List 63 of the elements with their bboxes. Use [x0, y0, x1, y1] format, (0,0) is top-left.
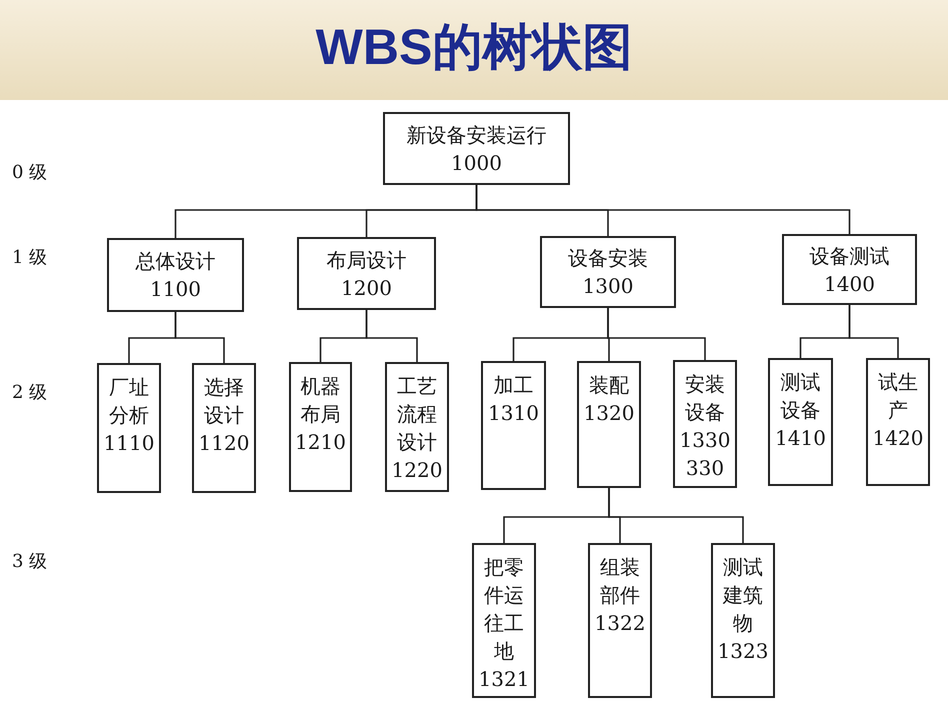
task-box — [866, 358, 930, 486]
task-name: 安装设备 — [684, 371, 726, 426]
task-box — [97, 363, 161, 493]
task-box — [782, 234, 917, 305]
task-box — [540, 236, 676, 308]
task-name: 机器布局 — [300, 373, 342, 428]
title: WBS的树状图 — [316, 18, 632, 77]
task-name: 布局设计 — [326, 246, 406, 274]
task-name: 组装部件 — [599, 554, 641, 609]
connector-line — [848, 305, 899, 358]
task-code: 1200 — [341, 274, 392, 302]
task-name: 把零件运往工地 — [483, 554, 525, 665]
task-name: 加工 — [492, 372, 534, 399]
task-code: 1400 — [824, 270, 875, 298]
task-box — [297, 237, 436, 310]
task-code: 1210 — [295, 429, 346, 456]
task-box — [289, 362, 352, 492]
task-code: 1410 — [775, 425, 826, 452]
task-name: 测试设备 — [780, 369, 822, 424]
task-name: 厂址分析 — [108, 374, 150, 429]
level-label: 3 级 — [12, 550, 48, 573]
connector-line — [174, 312, 225, 363]
task-code: 1300 — [582, 273, 634, 300]
level-label: 1 级 — [12, 246, 48, 269]
task-code: 1120 — [198, 430, 250, 457]
task-box — [107, 238, 244, 312]
task-code: 330 — [686, 455, 724, 482]
task-box — [472, 543, 536, 698]
task-name: 测试建筑物 — [722, 554, 764, 637]
task-box — [192, 363, 256, 493]
connector-line — [476, 185, 850, 234]
task-name: 设备安装 — [568, 245, 648, 272]
task-code: 1322 — [594, 610, 646, 637]
task-name: 总体设计 — [136, 248, 216, 275]
level-label: 0 级 — [12, 161, 48, 184]
task-box — [711, 543, 775, 698]
task-code: 1323 — [718, 638, 768, 665]
task-box — [673, 360, 737, 488]
task-box — [588, 543, 652, 698]
task-code: 1110 — [104, 430, 154, 457]
level-label: 2 级 — [12, 381, 48, 404]
connector-line — [607, 308, 706, 360]
task-code: 1320 — [584, 400, 634, 427]
task-name: 新设备安装运行 — [406, 122, 546, 148]
task-code: 1321 — [478, 666, 530, 693]
task-box — [577, 361, 641, 488]
task-code: 1100 — [150, 276, 201, 303]
task-code: 1220 — [392, 457, 442, 484]
task-box — [383, 112, 570, 185]
task-name: 设备测试 — [810, 242, 890, 270]
task-box — [385, 362, 449, 492]
task-name: 工艺流程设计 — [396, 373, 438, 456]
task-box — [768, 358, 833, 486]
task-code: 1310 — [488, 400, 539, 427]
connector-line — [366, 310, 418, 362]
task-box — [481, 361, 546, 490]
connector-line — [608, 488, 744, 543]
task-code: 1000 — [451, 150, 502, 176]
task-code: 1420 — [872, 425, 924, 452]
task-name: 试生产 — [877, 369, 919, 424]
task-name: 选择设计 — [203, 374, 245, 429]
task-code: 1330 — [680, 427, 730, 454]
task-name: 装配 — [588, 372, 630, 399]
